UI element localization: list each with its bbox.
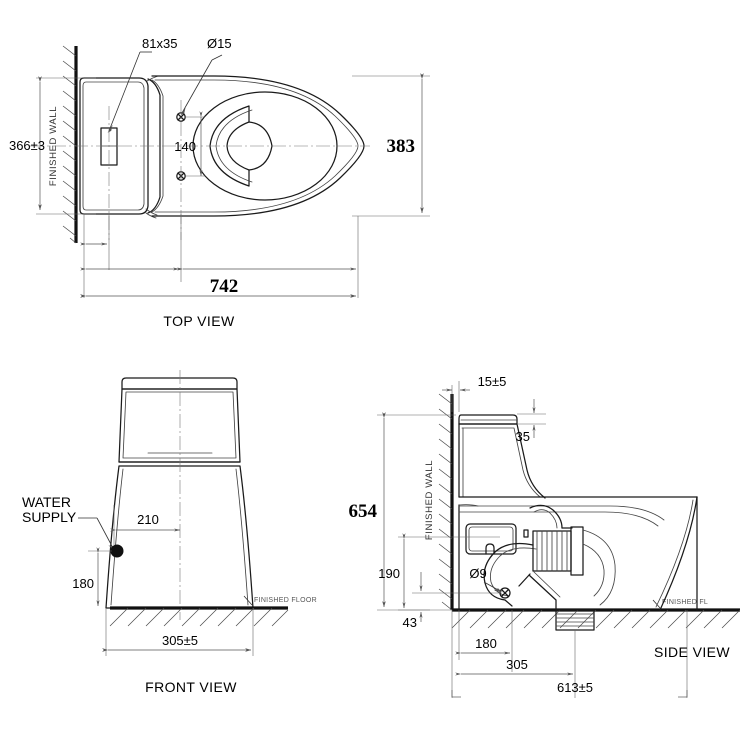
side-view-dim-613: 613±5 [451,680,688,698]
side-view-dia9-label: Ø9 [469,566,486,581]
side-view-15-label: 15±5 [478,374,507,389]
top-view-label: TOP VIEW [163,313,235,329]
front-view-dim-supply-height: 180 [72,547,112,607]
top-view-742-label: 742 [210,276,239,297]
side-view-dim-43: 43 [403,572,500,630]
side-view-group: FINISHED WALL [349,374,740,698]
water-supply-label-line1: WATER [22,494,71,510]
side-view-35-label: 35 [516,429,530,444]
side-view-bellows [532,526,584,576]
side-view-dim-tank-top: 35 [516,399,546,444]
water-supply-label-line2: SUPPLY [22,509,77,525]
front-view-210-label: 210 [137,512,159,527]
front-view-dim-base-width: 305±5 [102,608,254,656]
top-view-group: FINISHED WALL [9,36,430,329]
front-view-floor: FINISHED FLOOR [109,595,317,627]
top-view-wall-hatch: FINISHED WALL [48,45,78,244]
side-view-wall-hatch: FINISHED WALL [424,393,454,611]
top-view-dim-wall-to-center: 366±3 [9,76,96,215]
front-view-floor-label: FINISHED FLOOR [254,597,317,604]
side-view-floor: FINISHED FL [451,599,740,629]
top-view-extension-lines [83,214,359,298]
side-view-dim-height: 654 [349,412,456,611]
top-view-dim-hole-spacing: 140 [174,111,205,177]
front-view-label: FRONT VIEW [145,679,237,695]
side-view-dim-190: 190 [378,533,500,611]
side-view-305-label: 305 [506,657,528,672]
top-view-dim-width: 383 [352,73,430,217]
front-view-group: FINISHED FLOOR WATER SUPPLY 210 180 [22,370,317,695]
front-view-180-label: 180 [72,576,94,591]
side-view-613-label: 613±5 [557,680,593,695]
side-view-dim-305: 305 [455,657,574,676]
top-view-366-label: 366±3 [9,138,45,153]
water-supply-point [110,544,124,558]
front-view-305-label: 305±5 [162,633,198,648]
side-view-654-label: 654 [349,501,378,522]
side-view-dim-wall-gap: 15±5 [442,374,506,412]
side-view-label: SIDE VIEW [654,644,730,660]
side-view-toilet-outline [458,414,698,631]
top-view-383-label: 383 [387,136,416,157]
top-view-hole-dia-label: Ø15 [207,36,232,51]
side-view-floor-label: FINISHED FL [662,599,708,606]
side-view-wall-label: FINISHED WALL [424,460,435,540]
front-view-water-supply-callout: WATER SUPPLY [22,494,124,558]
top-view-dim-length: 742 [80,267,357,298]
top-view-callouts: 81x35 Ø15 [107,36,232,133]
side-view-bolt-hole-callout: Ø9 [469,566,503,593]
front-view-dim-supply-offset: 210 [110,505,181,545]
top-view-140-label: 140 [174,139,196,154]
top-view-slot-label: 81x35 [142,36,177,51]
side-view-dim-180: 180 [455,636,511,655]
side-view-43-label: 43 [403,615,417,630]
side-view-190-label: 190 [378,566,400,581]
front-view-toilet-outline [105,377,254,609]
side-view-180-label: 180 [475,636,497,651]
